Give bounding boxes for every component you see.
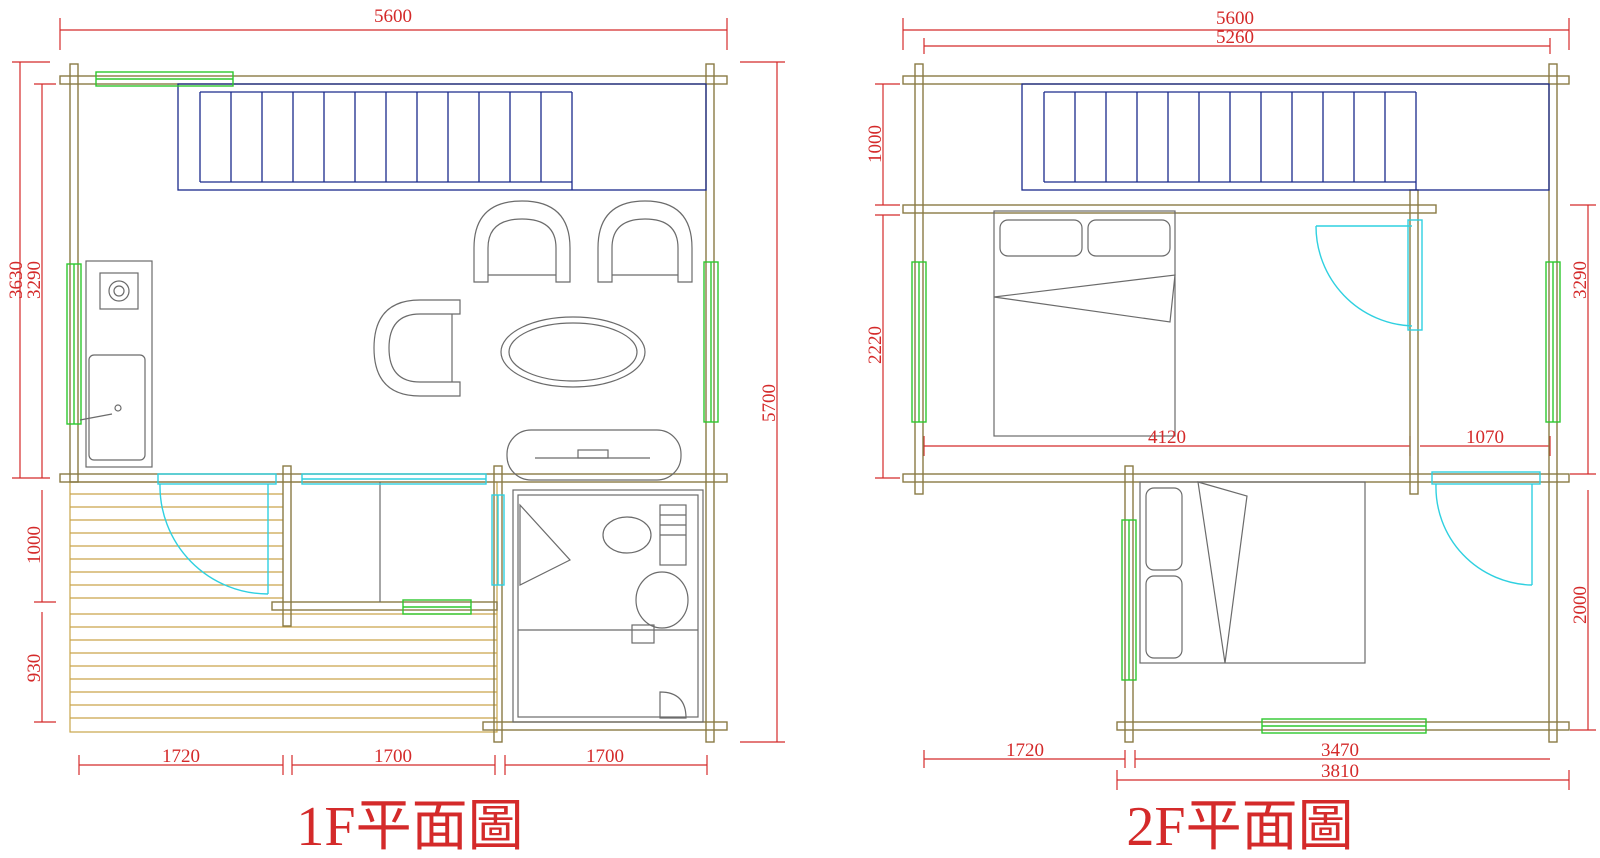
dim-1f-left-inner: 3290 [24, 261, 45, 299]
first-floor-plan: 5600 3630 3290 1000 930 5700 1720 1700 1… [6, 6, 785, 858]
dim-2f-hall-width: 1070 [1466, 427, 1504, 448]
dim-2f-room-width: 4120 [1148, 427, 1186, 448]
dim-2f-bottom-inner: 3470 [1321, 740, 1359, 761]
dim-2f-top-inner: 5260 [1216, 27, 1254, 48]
kitchen-counter [79, 260, 153, 468]
first-floor-windows [66, 71, 719, 615]
first-floor-dimension-lines [12, 18, 785, 775]
dim-1f-porch-lower: 930 [24, 654, 45, 683]
dim-1f-bottom-b: 1700 [374, 746, 412, 767]
dim-2f-bottom-outer: 3810 [1321, 761, 1359, 782]
second-floor-dimension-labels: 5600 5260 1000 2220 3290 2000 4120 1070 … [865, 8, 1591, 782]
dim-2f-left-lower: 2220 [865, 326, 886, 364]
master-bed [993, 210, 1176, 437]
toilet-icon [602, 516, 652, 554]
washbasin-icon [635, 571, 689, 629]
dim-2f-bottom-left: 1720 [1006, 740, 1044, 761]
second-floor-doors [1315, 219, 1541, 586]
dim-1f-top-width: 5600 [374, 6, 412, 27]
dim-2f-top-width: 5600 [1216, 8, 1254, 29]
armchair-icon [597, 200, 693, 283]
dim-1f-left-outer: 3630 [6, 261, 27, 299]
second-floor-plan: 5600 5260 1000 2220 3290 2000 4120 1070 … [865, 8, 1596, 858]
dim-2f-right-upper: 3290 [1570, 261, 1591, 299]
dim-1f-bottom-a: 1720 [162, 746, 200, 767]
second-floor-walls [902, 63, 1570, 743]
dim-1f-right-height: 5700 [759, 384, 780, 422]
second-floor-windows [911, 261, 1561, 734]
second-bed [1139, 481, 1366, 664]
dim-1f-porch-depth: 1000 [24, 526, 45, 564]
dim-1f-bottom-c: 1700 [586, 746, 624, 767]
double-bed-icon [1139, 481, 1366, 664]
dim-2f-left-upper: 1000 [865, 125, 886, 163]
first-floor-title: 1F平面圖 [296, 796, 523, 858]
second-floor-title: 2F平面圖 [1126, 796, 1353, 858]
stove-icon [99, 272, 139, 310]
second-floor-staircase [1021, 83, 1550, 191]
dim-2f-right-lower: 2000 [1570, 586, 1591, 624]
first-floor-doors [157, 473, 505, 595]
first-floor-staircase [177, 83, 707, 191]
lounge-furniture [373, 200, 693, 397]
first-floor-dimension-labels: 5600 3630 3290 1000 930 5700 1720 1700 1… [6, 6, 780, 767]
sink-icon [88, 354, 146, 461]
bathtub-icon [506, 429, 682, 481]
armchair-icon [373, 299, 461, 397]
double-bed-icon [993, 210, 1176, 437]
coffee-table [500, 316, 646, 388]
second-floor-dimension-lines [875, 18, 1596, 790]
armchair-icon [473, 200, 571, 283]
bathroom-fixtures [506, 429, 704, 723]
